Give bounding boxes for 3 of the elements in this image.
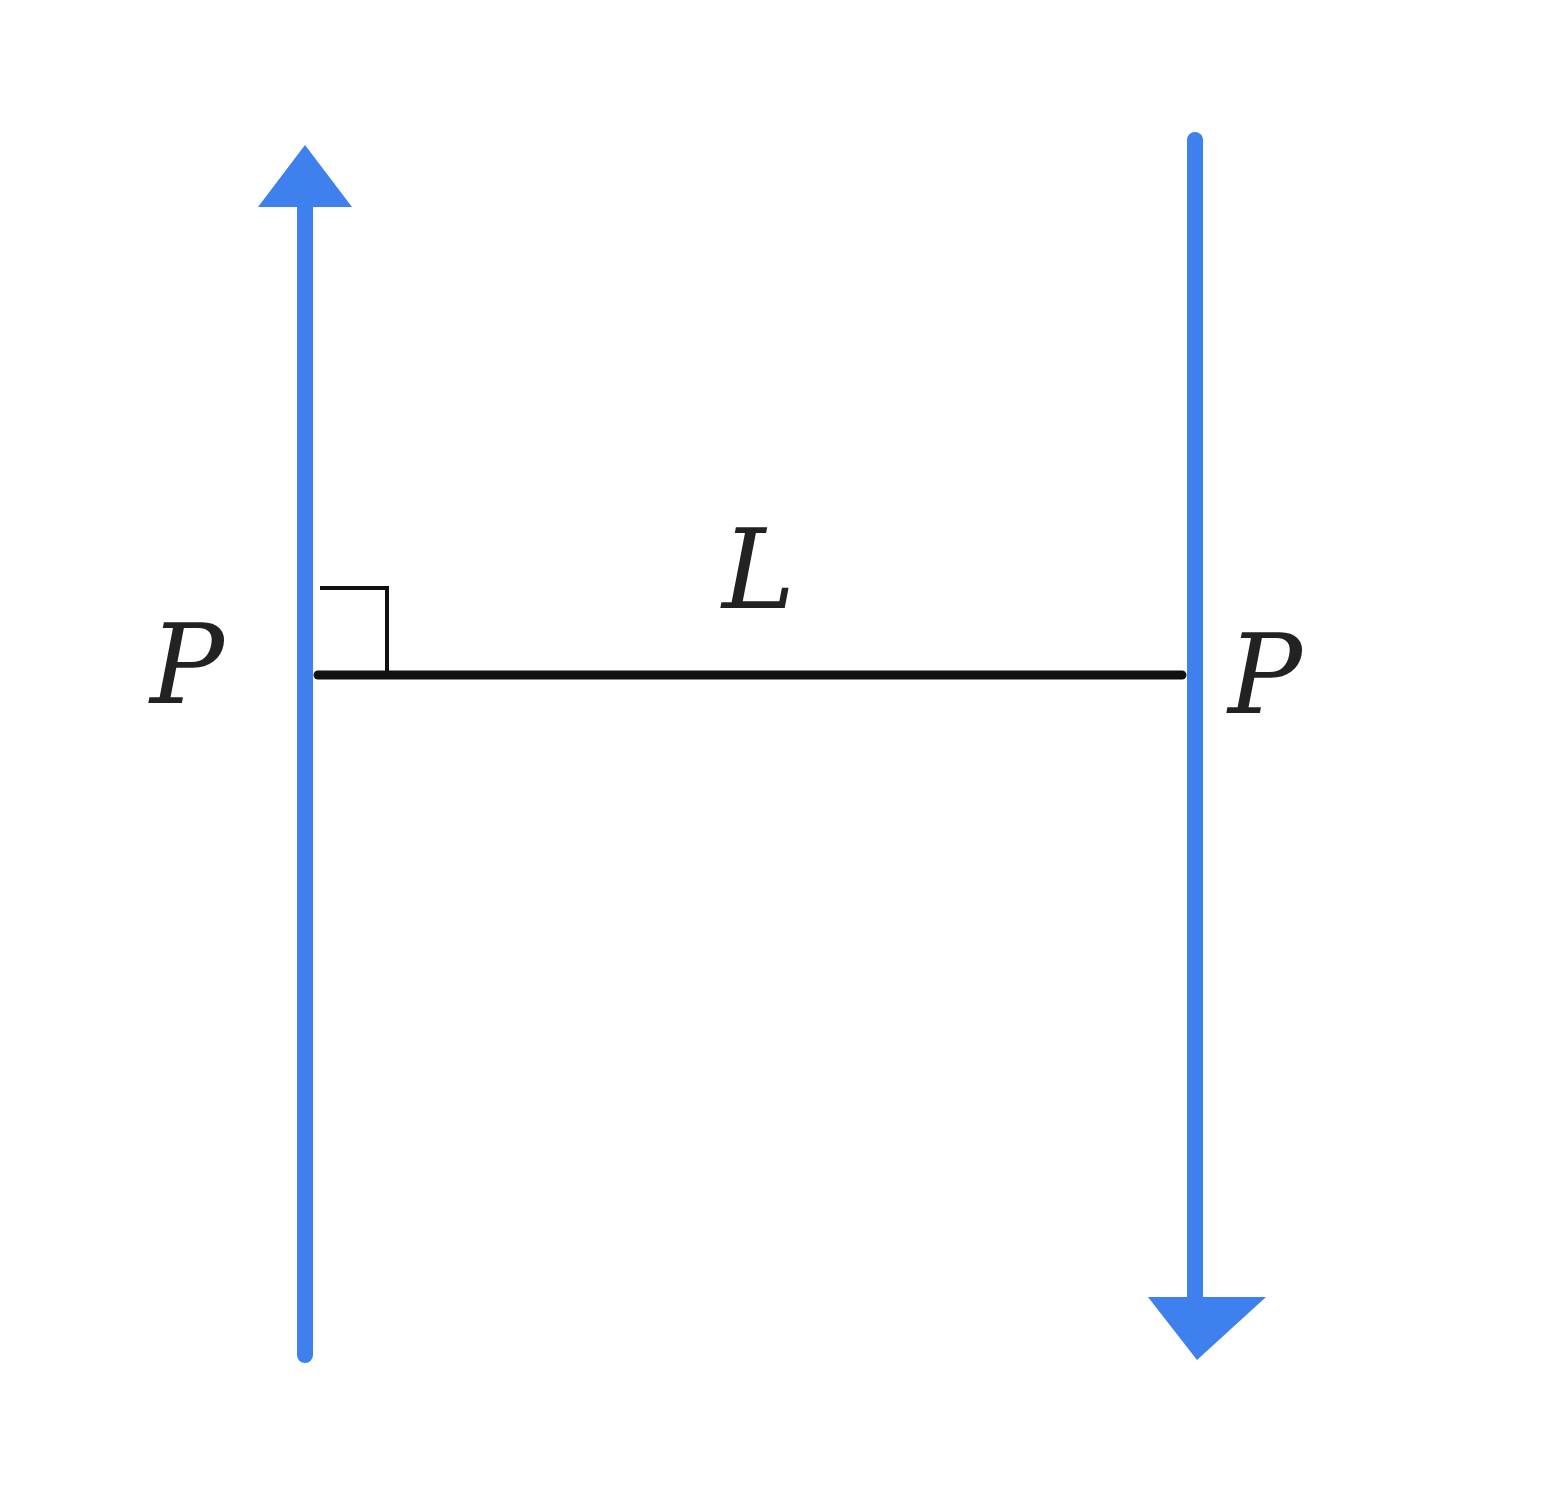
distance-label: L [722, 515, 796, 625]
force-label: P [150, 610, 224, 720]
force-label: P [1228, 620, 1302, 730]
